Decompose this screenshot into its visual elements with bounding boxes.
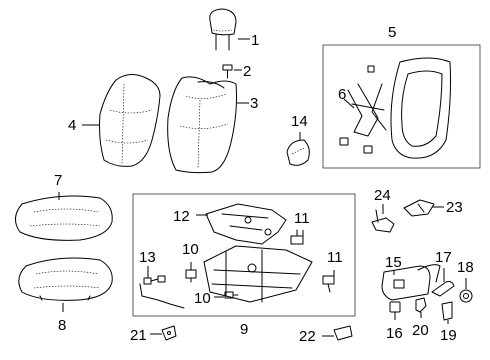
callout-11-upper: 11 — [294, 210, 310, 227]
callout-2: 2 — [243, 63, 251, 80]
side-shield-part — [381, 264, 441, 301]
callout-15: 15 — [385, 254, 402, 271]
callout-12: 12 — [173, 208, 190, 225]
callout-10-upper: 10 — [182, 241, 199, 258]
cap-part — [459, 289, 473, 303]
clip-lower-part — [224, 291, 239, 299]
switch-part — [333, 325, 353, 341]
callout-10-lower: 10 — [194, 290, 211, 307]
callout-13: 13 — [139, 249, 156, 266]
callout-16: 16 — [386, 325, 403, 342]
side-cover-part — [286, 139, 310, 166]
seat-track-rails-part — [203, 245, 313, 303]
callout-20: 20 — [412, 322, 429, 339]
callout-5: 5 — [388, 24, 396, 41]
callout-21: 21 — [130, 327, 147, 344]
seat-track-group-box — [132, 193, 356, 317]
callout-11-lower: 11 — [327, 249, 343, 266]
callout-6: 6 — [338, 86, 346, 103]
callout-22: 22 — [299, 328, 316, 345]
bracket-23-part — [403, 199, 435, 217]
callout-17: 17 — [435, 249, 452, 266]
small-cover-part — [161, 325, 177, 341]
seat-cushion-cover-part — [15, 195, 113, 241]
bracket-24-part — [371, 209, 395, 233]
callout-1: 1 — [251, 32, 259, 49]
seatback-frame-part — [339, 57, 451, 159]
clip-upper-part — [185, 269, 197, 283]
lumbar-support-part — [347, 83, 387, 137]
bracket-upper-part — [290, 229, 304, 245]
callout-8: 8 — [58, 317, 66, 334]
callout-18: 18 — [457, 259, 474, 276]
seat-cushion-pad-part — [18, 257, 113, 301]
seatback-cover-part — [99, 74, 161, 167]
headrest-guide-part — [222, 64, 233, 79]
callout-24: 24 — [374, 187, 391, 204]
hook-cover-part — [415, 297, 427, 313]
callout-14: 14 — [291, 113, 308, 130]
callout-9: 9 — [240, 321, 248, 338]
callout-3: 3 — [250, 95, 258, 112]
seat-adjuster-frame-part — [205, 203, 287, 245]
seatback-frame-group-box — [322, 44, 481, 169]
recline-lever-part — [431, 281, 455, 297]
bracket-lower-part — [322, 275, 335, 293]
trim-piece-part — [441, 301, 453, 321]
callout-7: 7 — [54, 172, 62, 189]
callout-4: 4 — [68, 117, 76, 134]
callout-19: 19 — [440, 327, 457, 344]
wire-harness-part — [139, 275, 185, 309]
knob-part — [389, 301, 401, 313]
seatback-cushion-part — [167, 76, 237, 174]
callout-23: 23 — [446, 199, 463, 216]
headrest-part — [209, 8, 237, 51]
